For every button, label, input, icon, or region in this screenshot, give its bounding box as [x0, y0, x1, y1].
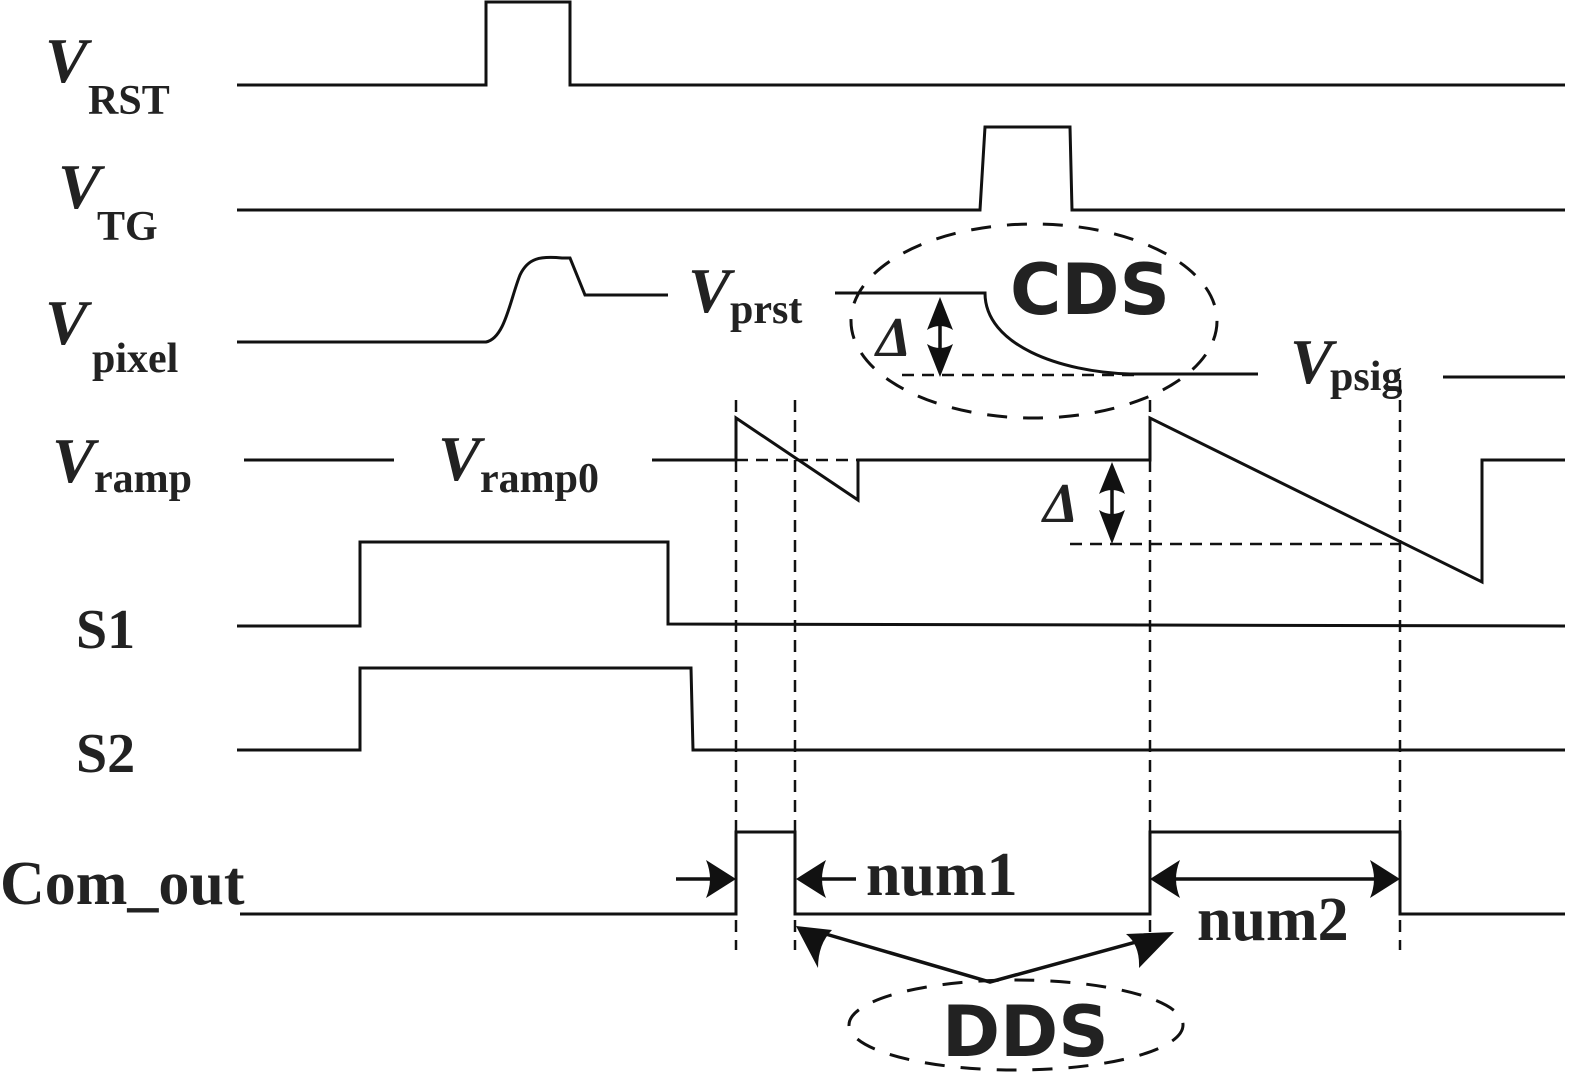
dds-bracket-line [811, 928, 1159, 984]
label-vtg-subscript: TG [97, 204, 158, 250]
pulse-arrow-right-icon [796, 860, 826, 898]
label-vpsig-symbol: V [1290, 326, 1338, 397]
delta-arrow-pixel-up-icon [927, 297, 953, 330]
waveform-s1 [237, 540, 1566, 628]
label-vramp0-symbol: V [438, 423, 486, 494]
pulse-arrow-left-icon [706, 860, 736, 898]
delta-arrow-pixel-down-icon [927, 344, 953, 377]
num2-arrow-right-icon [1370, 860, 1400, 898]
label-vpixel-subscript: pixel [92, 336, 178, 382]
cds-ellipse [849, 222, 1219, 420]
dds-arrow-right-icon [1126, 932, 1174, 968]
label-vpixel-symbol: V [45, 287, 93, 358]
delta-label-pixel: Δ [874, 307, 911, 369]
label-com-out: Com_out [0, 850, 245, 918]
delta-arrow-ramp-up-icon [1099, 462, 1125, 494]
label-vramp-subscript: ramp [94, 456, 192, 502]
label-vrst-symbol: V [45, 25, 93, 96]
dds-ellipse [847, 978, 1185, 1072]
waveform-s2 [237, 666, 1565, 752]
label-vprst-symbol: V [688, 255, 736, 326]
label-vtg-symbol: V [58, 151, 106, 222]
dds-label: DDS [942, 991, 1109, 1073]
label-s2: S2 [76, 723, 135, 785]
waveform-vtg [237, 125, 1565, 212]
num2-arrow-left-icon [1150, 860, 1180, 898]
label-vramp-symbol: V [52, 425, 100, 496]
delta-arrow-ramp-down-icon [1099, 510, 1125, 544]
waveform-vrst [237, 0, 1565, 87]
waveform-vpixel [237, 255, 668, 344]
label-vrst-subscript: RST [88, 78, 170, 124]
num2-label: num2 [1197, 886, 1349, 954]
cds-label: CDS [1010, 249, 1170, 331]
waveform-vpixel-reset-level [835, 291, 1258, 376]
dds-arrow-left-icon [796, 926, 832, 968]
delta-label-ramp: Δ [1041, 473, 1078, 535]
label-vpsig-subscript: psig [1330, 354, 1402, 400]
waveform-com-out [240, 830, 1565, 916]
label-s1: S1 [76, 599, 135, 661]
num1-label: num1 [866, 841, 1018, 909]
label-vramp0-subscript: ramp0 [480, 456, 599, 502]
waveform-vramp [652, 415, 1565, 585]
label-vprst-subscript: prst [730, 287, 802, 333]
